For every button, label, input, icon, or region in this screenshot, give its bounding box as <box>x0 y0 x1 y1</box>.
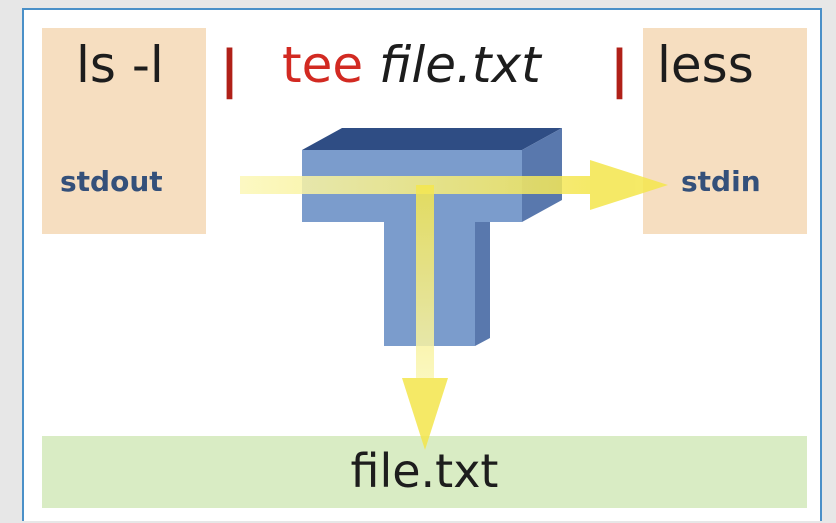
ls-command: ls -l <box>76 36 164 94</box>
tee-command-argument: file.txt <box>379 36 541 94</box>
tee-right-face <box>522 128 562 222</box>
tee-diagram-graphic <box>240 128 668 450</box>
stdin-sink-box <box>643 28 807 234</box>
tee-top-face <box>302 128 562 150</box>
less-command: less <box>657 36 754 94</box>
pipe-symbol-right: | <box>610 40 629 100</box>
output-file-box: file.txt <box>42 436 807 508</box>
stdout-source-box <box>42 28 206 234</box>
tee-command: tee file.txt <box>282 36 541 94</box>
pipe-symbol-left: | <box>220 40 239 100</box>
tee-pipe-shape <box>302 128 562 346</box>
stdout-label: stdout <box>60 165 163 198</box>
diagram-frame: file.txt <box>22 8 822 521</box>
tee-stem-side-face <box>475 214 490 346</box>
tee-to-file-arrow <box>402 185 448 450</box>
stdin-label: stdin <box>681 165 761 198</box>
output-file-label: file.txt <box>350 444 499 498</box>
tee-front-face <box>302 150 522 346</box>
tee-command-name: tee <box>282 36 364 94</box>
